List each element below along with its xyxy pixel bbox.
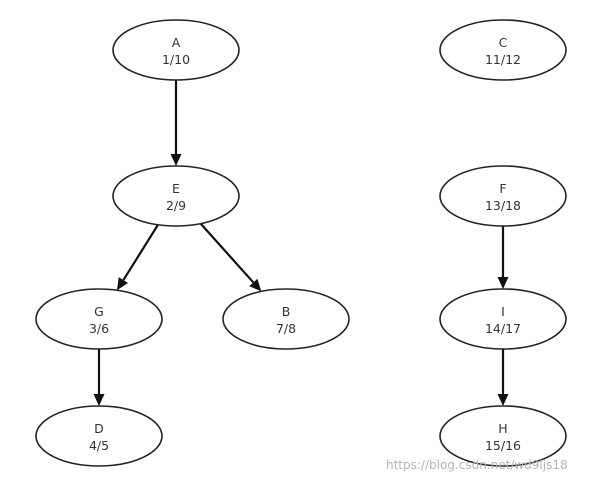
nodes-layer: A 1/10 C 11/12E 2/9 F 13/18G 3/6 B 7/8 I 14/17D 4/5 H…	[35, 19, 567, 467]
node-g: G 3/6	[35, 288, 163, 350]
edge-e-b	[199, 222, 262, 292]
edge-i-h	[497, 349, 509, 406]
node-label: I	[501, 304, 505, 319]
node-h: H 15/16	[439, 405, 567, 467]
edge-line	[122, 224, 159, 281]
arrowhead-icon	[497, 277, 509, 289]
watermark-text: https://blog.csdn.net/wd9ljs18	[386, 458, 568, 472]
node-ellipse	[35, 405, 163, 467]
node-times: 4/5	[89, 438, 109, 453]
arrowhead-icon	[93, 394, 105, 406]
arrowhead-icon	[116, 277, 129, 291]
node-times: 2/9	[166, 198, 186, 213]
node-c: C 11/12	[439, 19, 567, 81]
arrowhead-icon	[497, 394, 509, 406]
node-times: 1/10	[162, 52, 190, 67]
edge-f-i	[497, 226, 509, 289]
node-ellipse	[112, 19, 240, 81]
node-label: B	[282, 304, 291, 319]
node-times: 3/6	[89, 321, 109, 336]
node-times: 13/18	[485, 198, 521, 213]
node-times: 7/8	[276, 321, 296, 336]
edges-layer	[93, 80, 509, 406]
node-times: 14/17	[485, 321, 521, 336]
node-d: D 4/5	[35, 405, 163, 467]
node-i: I 14/17	[439, 288, 567, 350]
node-f: F 13/18	[439, 165, 567, 227]
node-b: B 7/8	[222, 288, 350, 350]
node-e: E 2/9	[112, 165, 240, 227]
node-label: E	[172, 181, 180, 196]
node-label: G	[94, 304, 104, 319]
node-ellipse	[35, 288, 163, 350]
node-label: A	[172, 35, 181, 50]
node-ellipse	[439, 165, 567, 227]
node-a: A 1/10	[112, 19, 240, 81]
node-label: C	[499, 35, 508, 50]
node-times: 11/12	[485, 52, 521, 67]
node-ellipse	[222, 288, 350, 350]
node-ellipse	[439, 405, 567, 467]
edge-a-e	[170, 80, 182, 166]
node-label: H	[498, 421, 507, 436]
node-label: D	[94, 421, 104, 436]
edge-g-d	[93, 349, 105, 406]
edge-e-g	[116, 224, 159, 291]
node-ellipse	[439, 19, 567, 81]
arrowhead-icon	[170, 154, 182, 166]
arrowhead-icon	[249, 278, 262, 292]
node-label: F	[499, 181, 506, 196]
node-ellipse	[439, 288, 567, 350]
edge-line	[199, 222, 255, 284]
node-ellipse	[112, 165, 240, 227]
node-times: 15/16	[485, 438, 521, 453]
